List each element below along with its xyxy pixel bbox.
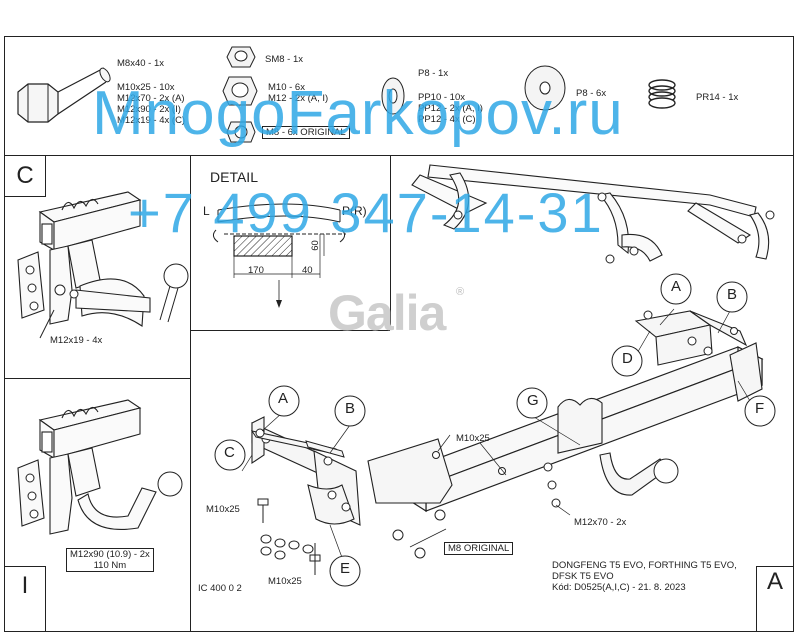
nut-m8-original-label: M8 - 6x ORIGINAL [262, 126, 350, 139]
a-box-top [756, 566, 794, 568]
left-panel-middle-divider [4, 378, 190, 380]
bolt-list-item: M12x90 - 2x (I) [117, 104, 181, 115]
detail-left-label: L [203, 204, 210, 218]
label-m12x70: M12x70 - 2x [574, 517, 627, 528]
washer-pp-item: PP12 - 4x (C) [418, 114, 476, 125]
corner-label-i: I [21, 572, 29, 599]
drawing-frame [4, 36, 794, 632]
detail-bottom-divider [190, 330, 390, 332]
main-assembly-drawing [214, 164, 776, 587]
washer-p8-6-label: P8 - 6x [576, 88, 607, 99]
drawing-code: IC 400 0 2 [198, 583, 242, 594]
bolt-list-item: M12x19 - 4x (C) [117, 115, 186, 126]
callout-a-right: A [671, 278, 682, 295]
spring-washer-drawing [648, 79, 676, 109]
detail-right-label: P(R) [342, 204, 367, 218]
nut-list: M10 - 6x M12 - 2x (A, I) [268, 82, 328, 104]
left-panel-divider [190, 155, 192, 632]
washer-p8-1-label: P8 - 1x [418, 68, 449, 79]
detail-c-drawing [17, 191, 189, 339]
vehicle-info: DONGFENG T5 EVO, FORTHING T5 EVO, DFSK T… [552, 560, 737, 593]
label-m10x25-bottom: M10x25 [268, 576, 302, 587]
washer-pp-item: PP10 - 10x [418, 92, 465, 103]
bolt-list-item: M12x70 - 2x (A) [117, 93, 185, 104]
galia-logo-reg: ® [456, 286, 465, 298]
vehicle-info-line: DONGFENG T5 EVO, FORTHING T5 EVO, [552, 560, 737, 571]
nut-list-item: M10 - 6x [268, 82, 305, 93]
header-divider [4, 155, 794, 157]
c-box-bottom [4, 196, 46, 198]
callout-a-left: A [278, 390, 289, 407]
i-box-top [4, 566, 46, 568]
washer-pp-list: PP10 - 10x PP12 - 2x (A, I) PP12 - 4x (C… [418, 92, 483, 125]
callout-e: E [340, 560, 351, 577]
detail-dim-170: 170 [248, 265, 264, 276]
detail-section-drawing [212, 203, 346, 308]
watermark-phone: +7 499 347-14-31 [128, 181, 604, 244]
detail-i-bolt-line: M12x90 (10.9) - 2x [70, 549, 150, 560]
bolt-list-item: M10x25 - 10x [117, 82, 175, 93]
detail-i-bolt-label: M12x90 (10.9) - 2x 110 Nm [66, 548, 154, 572]
watermark-site: MnogoFarkopov.ru [92, 79, 624, 148]
c-box-right [45, 155, 47, 196]
bolt-drawing [17, 67, 111, 123]
bolt-m8x40-label: M8x40 - 1x [117, 58, 164, 69]
callout-g: G [527, 392, 539, 409]
nut-list-item: M12 - 2x (A, I) [268, 93, 329, 104]
corner-label-a: A [766, 568, 783, 595]
label-m10x25-top: M10x25 [456, 433, 490, 444]
label-m10x25-left: M10x25 [206, 504, 240, 515]
galia-logo-text: Galia [328, 285, 446, 341]
detail-title: DETAIL [210, 169, 258, 185]
galia-logo: Galia ® [328, 284, 470, 348]
nut-sm8-drawing [226, 46, 256, 68]
callout-c: C [224, 444, 235, 461]
vehicle-info-line: Kód: D0525(A,I,C) - 21. 8. 2023 [552, 582, 686, 593]
nut-sm8-label: SM8 - 1x [265, 54, 304, 65]
spring-washer-label: PR14 - 1x [696, 92, 739, 103]
detail-dim-40: 40 [302, 265, 313, 276]
callout-b-right: B [727, 286, 738, 303]
nut-m8-original-drawing [226, 121, 256, 143]
callout-b-left: B [345, 400, 356, 417]
nut-m10-drawing [222, 76, 258, 106]
a-box-left [756, 566, 758, 632]
callout-f: F [755, 400, 765, 417]
washer-p8-6-drawing [524, 65, 566, 111]
bolt-list: M10x25 - 10x M12x70 - 2x (A) M12x90 - 2x… [117, 82, 185, 126]
callout-d: D [622, 350, 633, 367]
vehicle-info-line: DFSK T5 EVO [552, 571, 614, 582]
detail-i-bolt-line: 110 Nm [93, 560, 127, 571]
detail-c-bolt-label: M12x19 - 4x [50, 335, 103, 346]
washer-pp-item: PP12 - 2x (A, I) [418, 103, 483, 114]
i-box-right [45, 566, 47, 632]
label-m8-original: M8 ORIGINAL [444, 542, 514, 555]
corner-label-c: C [16, 162, 34, 189]
washer-p8-1-drawing [381, 77, 405, 115]
detail-right-divider [390, 155, 392, 330]
detail-i-drawing [17, 399, 183, 535]
